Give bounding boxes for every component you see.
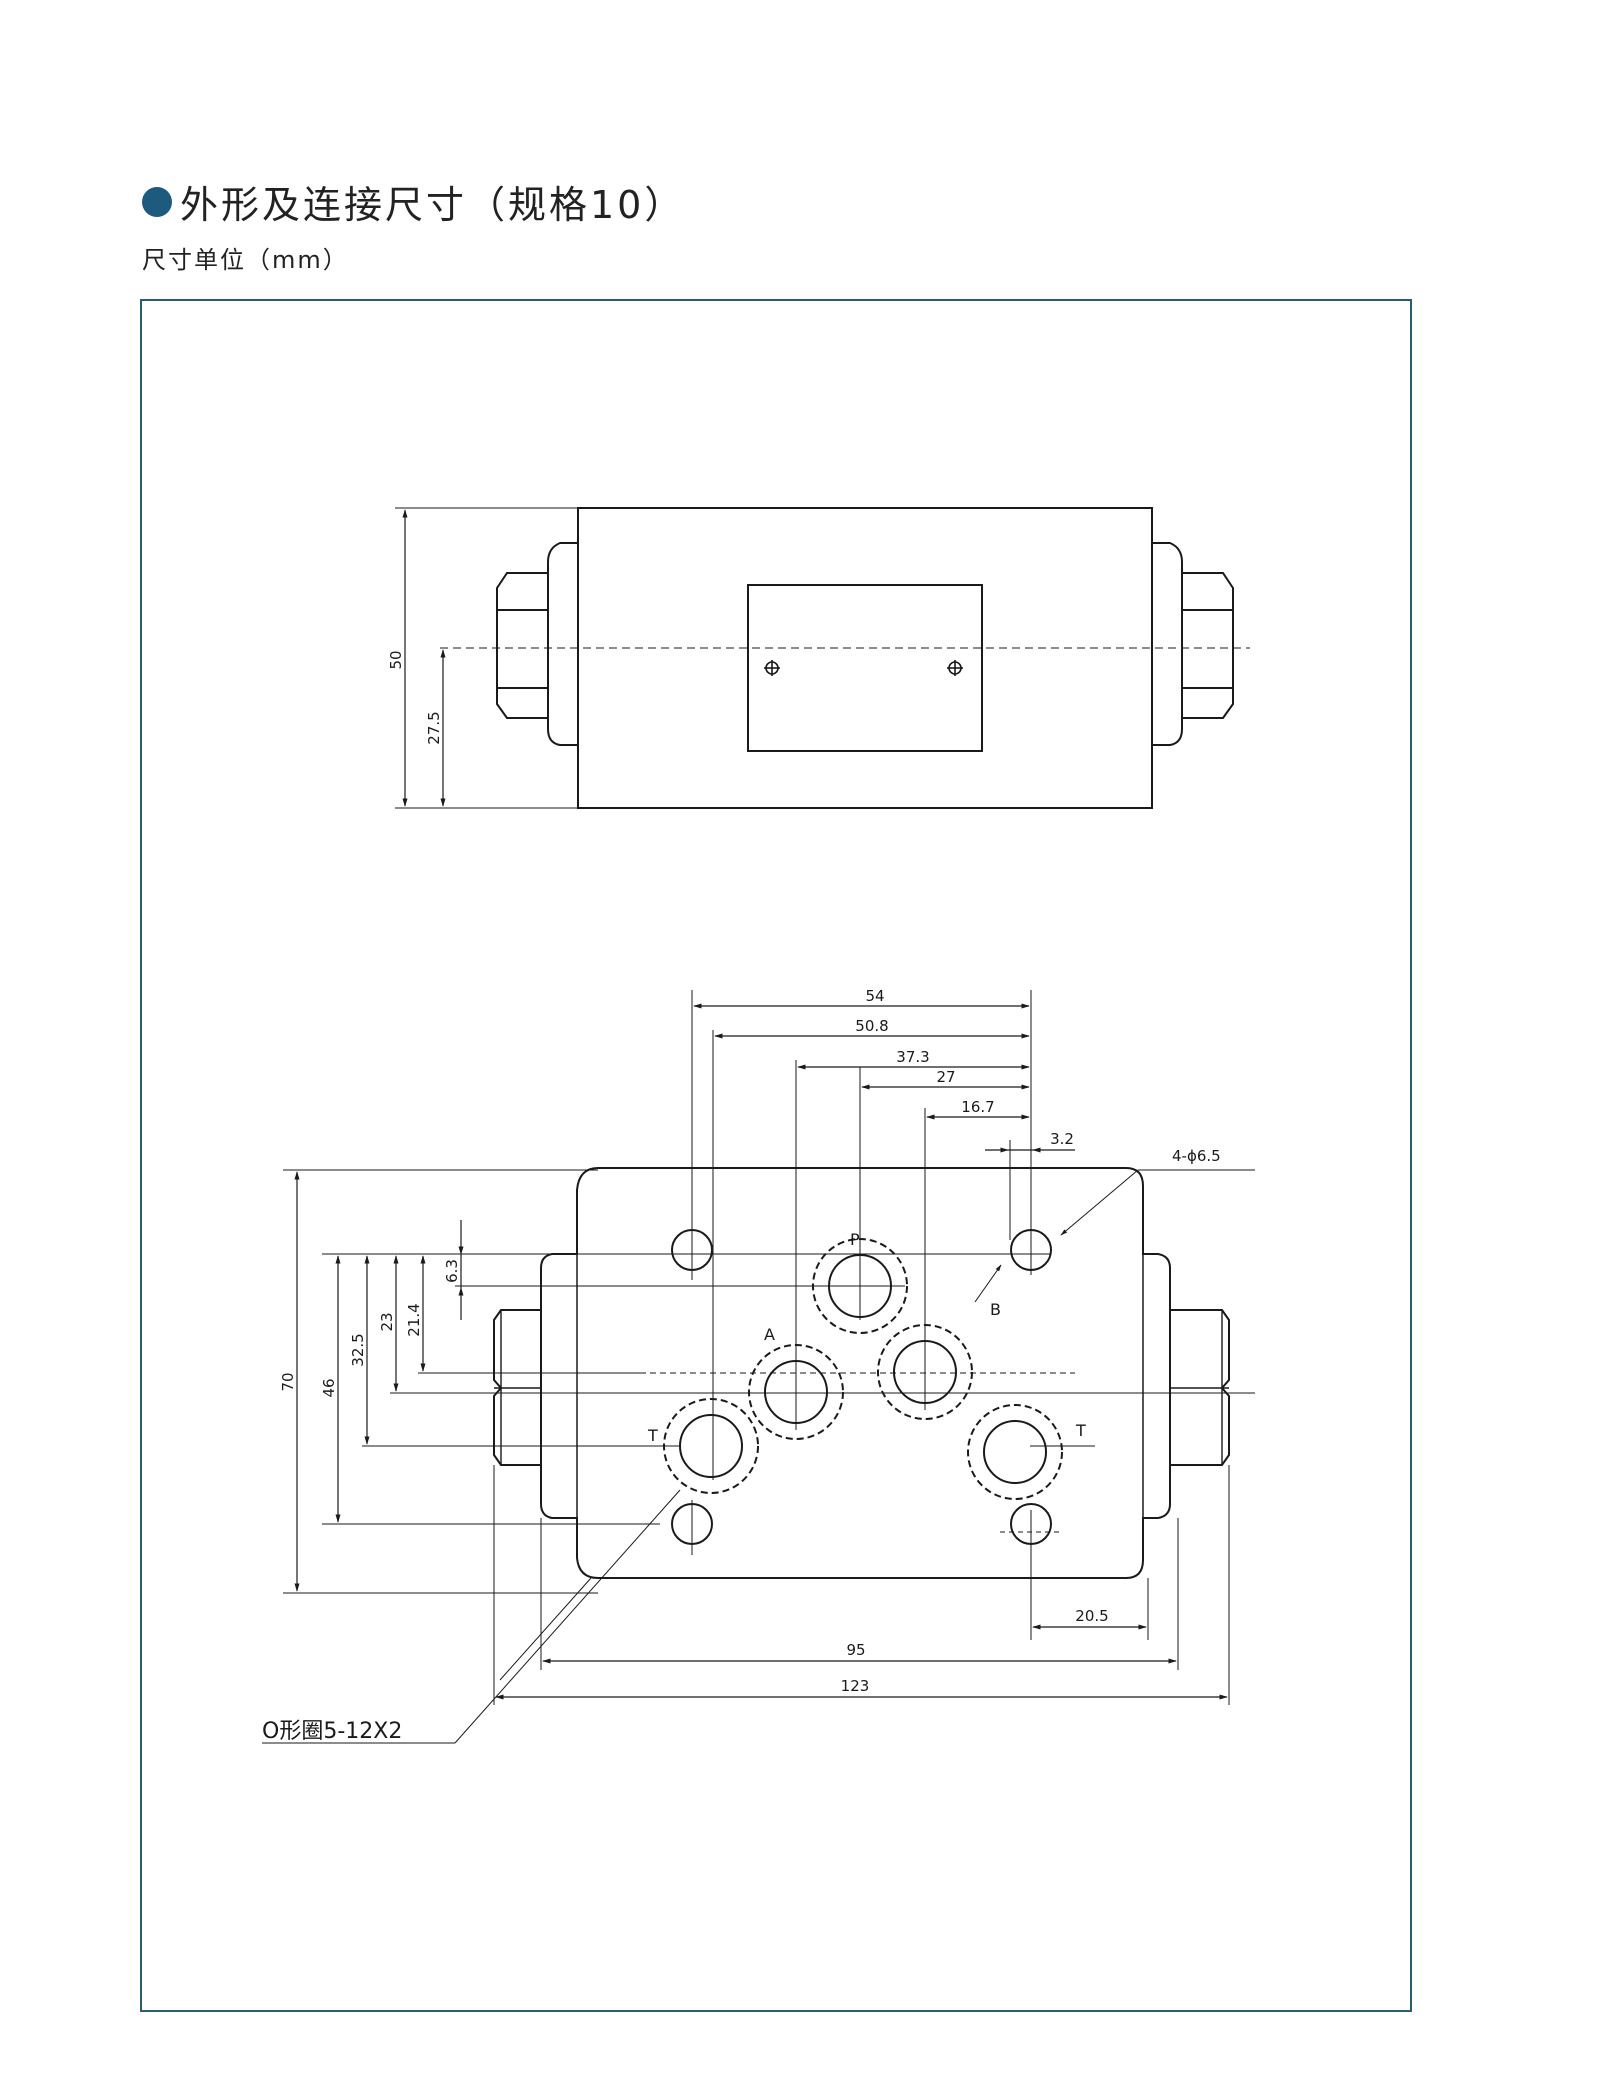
unit-note: 尺寸单位（mm） (142, 246, 349, 274)
dim-label-46: 46 (320, 1378, 338, 1397)
oring-note: O形圈5-12X2 (262, 1719, 402, 1744)
top-view-body (577, 507, 1153, 809)
dim-label-23: 23 (378, 1312, 396, 1331)
top-view-nameplate (747, 584, 983, 752)
dim-label-16-7: 16.7 (961, 1098, 994, 1116)
dim-label-50-8: 50.8 (855, 1017, 888, 1035)
top-view-right-nut (1182, 572, 1234, 719)
port-label-t-left: T (647, 1426, 658, 1445)
top-view-right-flange (1152, 542, 1183, 746)
screw-icon (947, 660, 963, 676)
port-label-t-right: T (1075, 1421, 1086, 1440)
screw-icon (764, 660, 780, 676)
dim-label-21-4: 21.4 (405, 1303, 423, 1336)
port-t-right-oring (967, 1404, 1063, 1500)
bullet-icon (142, 186, 172, 217)
dim-label-95: 95 (846, 1641, 865, 1659)
dim-label-3-2: 3.2 (1050, 1130, 1074, 1148)
port-label-a: A (764, 1325, 775, 1344)
bottom-view (262, 990, 1255, 1744)
port-label-p: P (850, 1230, 860, 1249)
dim-label-123: 123 (841, 1677, 870, 1695)
dim-label-70: 70 (279, 1372, 297, 1391)
oring-leader (454, 1489, 681, 1744)
dim-label-27: 27 (936, 1068, 955, 1086)
port-label-b: B (990, 1300, 1001, 1319)
hole-note: 4-ϕ6.5 (1172, 1147, 1221, 1165)
dim-label-6-3: 6.3 (443, 1259, 461, 1283)
dim-label-50: 50 (387, 650, 405, 669)
page-title: 外形及连接尺寸（规格10） (180, 183, 686, 227)
top-view-left-nut (496, 572, 548, 719)
drawing-frame (140, 299, 1412, 2012)
hole-leader (1060, 1169, 1139, 1236)
bottom-view-body (540, 1167, 1171, 1579)
dim-label-20-5: 20.5 (1075, 1607, 1108, 1625)
port-t-right (983, 1420, 1047, 1484)
dim-label-27-5: 27.5 (425, 711, 443, 744)
section-heading: 外形及连接尺寸（规格10） (142, 174, 685, 229)
dim-label-32-5: 32.5 (349, 1333, 367, 1366)
dim-label-54: 54 (865, 987, 884, 1005)
top-view-left-flange (547, 542, 578, 746)
dim-label-37-3: 37.3 (896, 1048, 929, 1066)
top-view (395, 507, 1250, 809)
port-t-left (679, 1414, 743, 1478)
